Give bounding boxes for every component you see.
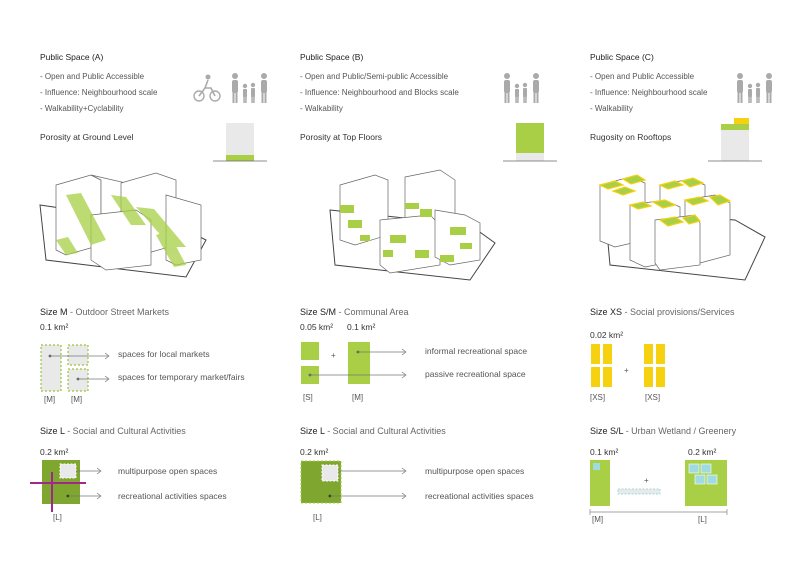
column-b-size1-label-2: passive recreational space <box>425 369 526 379</box>
column-c-porosity-label: Rugosity on Rooftops <box>590 132 672 142</box>
column-c-size1-plus: + <box>624 366 629 375</box>
column-c-bullet-2: - Influence: Neighbourhood scale <box>590 88 708 97</box>
column-a-size1-tag-1: [M] <box>44 395 56 404</box>
column-b-bullet-2: - Influence: Neighbourhood and Blocks sc… <box>300 88 459 97</box>
column-b-size2-label-1: multipurpose open spaces <box>425 466 525 476</box>
column-c-size2-plus: + <box>644 476 649 485</box>
column-b-porosity-label: Porosity at Top Floors <box>300 132 383 142</box>
column-c-rugosity-bar <box>708 118 762 162</box>
column-b-size1-diagram <box>301 342 407 384</box>
column-c-axonometric <box>598 174 766 281</box>
column-a-size2-area: 0.2 km² <box>40 447 69 457</box>
column-c-size1-area: 0.02 km² <box>590 330 624 340</box>
column-a-size2-diagram <box>30 460 102 512</box>
cyclist-icon <box>193 74 221 102</box>
column-c-size2-tag-2: [L] <box>698 515 707 524</box>
column-a-size2-tag: [L] <box>53 513 62 522</box>
column-a-size1-tag-2: [M] <box>71 395 83 404</box>
column-c-size2-area-2: 0.2 km² <box>688 447 717 457</box>
column-a-bullet-2: - Influence: Neighbourhood scale <box>40 88 158 97</box>
column-b-bullet-1: - Open and Public/Semi-public Accessible <box>300 72 449 81</box>
column-b-bullet-3: - Walkability <box>300 104 343 113</box>
column-c-size1-diagram <box>591 344 665 387</box>
family-icon <box>504 73 539 103</box>
column-b-title: Public Space (B) <box>300 52 364 62</box>
column-b-size2-tag: [L] <box>313 513 322 522</box>
column-a-size2-label-2: recreational activities spaces <box>118 491 227 501</box>
column-a-porosity-bar <box>213 123 267 162</box>
column-b-size2-label-2: recreational activities spaces <box>425 491 534 501</box>
column-a-size1-label-1: spaces for local markets <box>118 349 210 359</box>
column-b-axonometric <box>329 169 496 281</box>
column-b-size2-heading: Size L - Social and Cultural Activities <box>300 426 446 436</box>
column-a-bullet-3: - Walkability+Cyclability <box>40 104 124 113</box>
column-b-size1-area-2: 0.1 km² <box>347 322 376 332</box>
column-a-bullet-1: - Open and Public Accessible <box>40 72 145 81</box>
column-a-size1-label-2: spaces for temporary market/fairs <box>118 372 245 382</box>
column-c-bullet-1: - Open and Public Accessible <box>590 72 695 81</box>
family-icon <box>232 73 267 103</box>
column-b-size1-area-1: 0.05 km² <box>300 322 334 332</box>
column-a-size2-heading: Size L - Social and Cultural Activities <box>40 426 186 436</box>
column-c-size1-heading: Size XS - Social provisions/Services <box>590 307 735 317</box>
column-b-size2-area: 0.2 km² <box>300 447 329 457</box>
column-a-porosity-label: Porosity at Ground Level <box>40 132 134 142</box>
column-c-size2-diagram <box>589 460 728 515</box>
column-c-size2-tag-1: [M] <box>592 515 604 524</box>
column-b-size1-tag-1: [S] <box>303 393 313 402</box>
column-b-size1-label-1: informal recreational space <box>425 346 528 356</box>
column-b-size1-tag-2: [M] <box>352 393 364 402</box>
column-c-bullet-3: - Walkability <box>590 104 633 113</box>
column-c-size2-area-1: 0.1 km² <box>590 447 619 457</box>
column-a-title: Public Space (A) <box>40 52 104 62</box>
column-c-size1-tag-1: [XS] <box>590 393 606 402</box>
column-b-size2-diagram <box>300 460 407 504</box>
column-b-size1-plus: + <box>331 351 336 360</box>
column-a-size1-diagram <box>40 344 110 392</box>
column-b-porosity-bar <box>503 123 557 162</box>
column-b-size1-heading: Size S/M - Communal Area <box>300 307 409 317</box>
column-a-axonometric <box>39 172 207 278</box>
column-c-size1-tag-2: [XS] <box>645 393 661 402</box>
column-a-size2-label-1: multipurpose open spaces <box>118 466 218 476</box>
column-c-size2-heading: Size S/L - Urban Wetland / Greenery <box>590 426 737 436</box>
family-icon <box>737 73 772 103</box>
column-a-size1-heading: Size M - Outdoor Street Markets <box>40 307 170 317</box>
column-c-title: Public Space (C) <box>590 52 654 62</box>
column-a-size1-area: 0.1 km² <box>40 322 69 332</box>
